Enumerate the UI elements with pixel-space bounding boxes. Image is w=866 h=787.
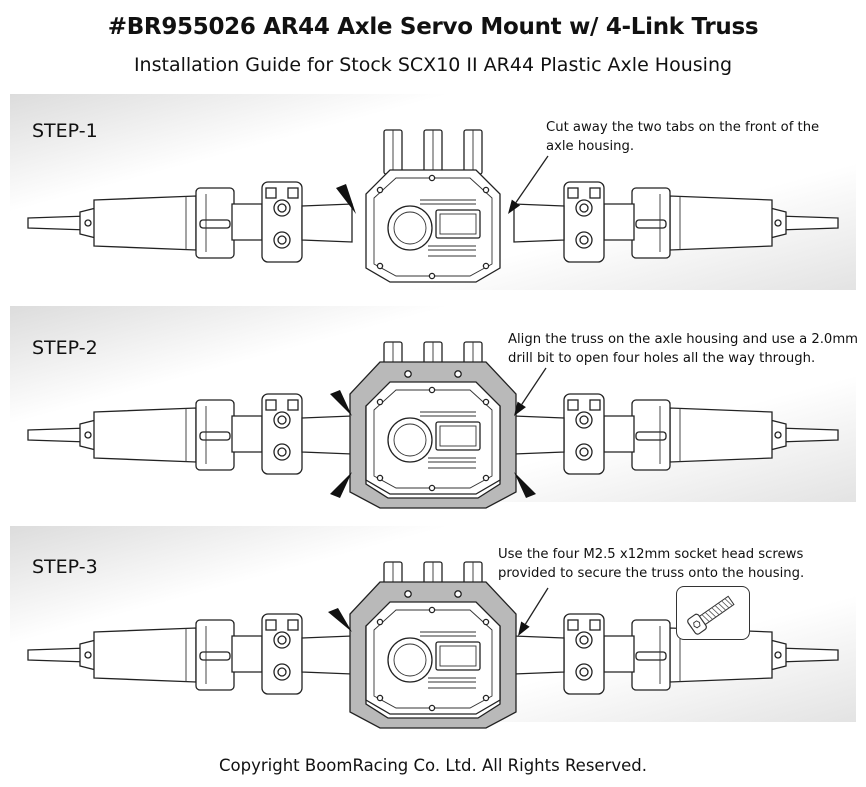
step-1-axle-drawing <box>27 129 839 283</box>
step-1-instruction-line-2: axle housing. <box>546 139 635 154</box>
step-2-instruction: Align the truss on the axle housing and … <box>508 330 858 368</box>
step-3-label: STEP-3 <box>32 556 98 578</box>
copyright-notice: Copyright BoomRacing Co. Ltd. All Rights… <box>219 756 647 775</box>
step-3-instruction: Use the four M2.5 x12mm socket head scre… <box>498 545 804 583</box>
socket-head-screw-illustration <box>676 586 750 640</box>
step-3-axle-drawing <box>27 561 839 729</box>
step-2-axle-drawing <box>27 341 839 509</box>
page-subtitle: Installation Guide for Stock SCX10 II AR… <box>133 54 733 76</box>
step-2-instruction-line-2: drill bit to open four holes all the way… <box>508 351 816 366</box>
step-3-instruction-line-2: provided to secure the truss onto the ho… <box>498 566 805 581</box>
step-2-label: STEP-2 <box>32 337 98 359</box>
step-1-instruction-line-1: Cut away the two tabs on the front of th… <box>546 120 820 135</box>
step-3-instruction-line-1: Use the four M2.5 x12mm socket head scre… <box>498 547 804 562</box>
step-1-label: STEP-1 <box>32 120 98 142</box>
screw-icon <box>687 595 735 635</box>
page-title: #BR955026 AR44 Axle Servo Mount w/ 4-Lin… <box>107 14 759 40</box>
step-2-instruction-line-1: Align the truss on the axle housing and … <box>508 332 859 347</box>
step-1-instruction: Cut away the two tabs on the front of th… <box>546 118 819 156</box>
